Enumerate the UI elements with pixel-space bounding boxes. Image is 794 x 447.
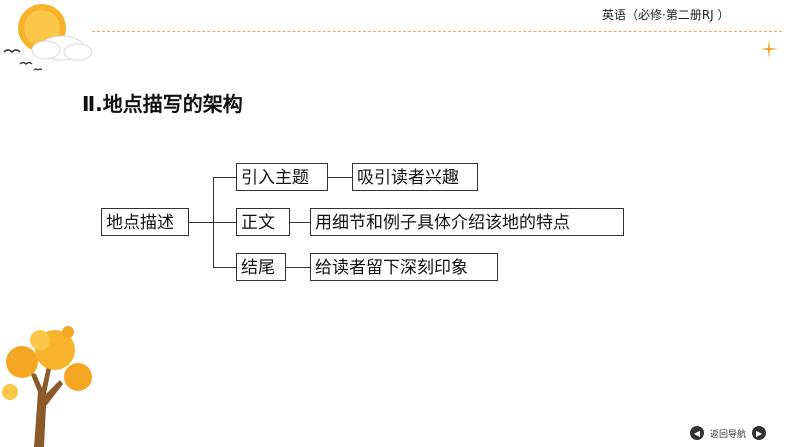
detail-node-3: 给读者留下深刻印象 — [310, 253, 498, 281]
chevron-right-icon: ▶ — [755, 428, 763, 438]
root-connector — [189, 222, 213, 223]
branch-connector-3 — [213, 267, 236, 268]
chevron-left-icon: ◀ — [693, 428, 701, 438]
section-title: Ⅱ.地点描写的架构 — [82, 92, 243, 116]
branch-connector-1 — [213, 177, 236, 178]
root-node: 地点描述 — [101, 208, 189, 236]
return-nav-link[interactable]: 返回导航 — [710, 429, 747, 440]
header-title: 英语（必修·第二册RJ ） — [602, 8, 730, 22]
footer-nav: ◀ 返回导航 ▶ — [690, 425, 767, 441]
previous-button[interactable]: ◀ — [690, 426, 704, 440]
detail-node-1: 吸引读者兴趣 — [352, 163, 478, 191]
detail-connector-3 — [286, 267, 310, 268]
sun-cloud-illustration — [3, 4, 93, 71]
branch-node-3: 结尾 — [236, 253, 286, 281]
branch-connector-2 — [213, 222, 236, 223]
tree-illustration — [2, 326, 92, 447]
sparkle-icon — [760, 40, 778, 58]
branch-node-1: 引入主题 — [236, 163, 328, 191]
next-button[interactable]: ▶ — [752, 426, 767, 440]
header-divider — [92, 31, 782, 32]
detail-connector-2 — [290, 222, 310, 223]
detail-connector-1 — [328, 177, 352, 178]
branch-node-2: 正文 — [236, 208, 290, 236]
detail-node-2: 用细节和例子具体介绍该地的特点 — [310, 208, 624, 236]
